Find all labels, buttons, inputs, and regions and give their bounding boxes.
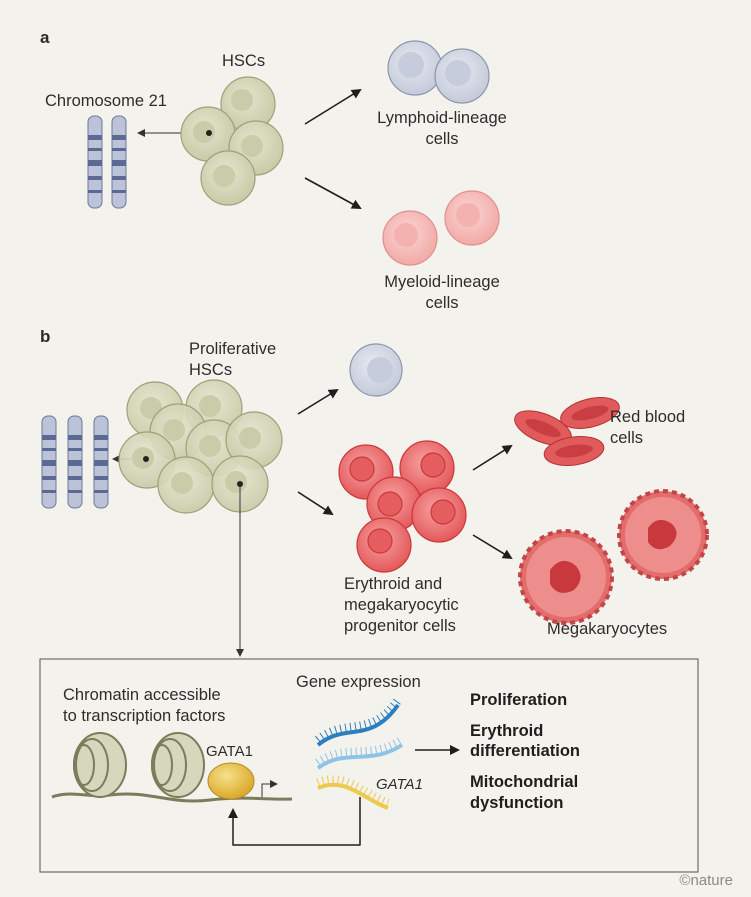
dna-strand [51,792,293,803]
chromosome-icon [67,415,83,509]
outcome-differentiation: differentiation [470,742,580,760]
dot-marker [237,481,243,487]
gata1-gene-label: GATA1 [376,776,423,793]
hsc-label: HSCs [222,52,266,70]
rna-light-blue-icon [315,736,405,770]
megakaryocyte [617,489,709,581]
outcome-proliferation: Proliferation [470,691,568,709]
proliferative-hsc-label-line: HSCs [189,361,233,379]
red-blood-label-line: cells [610,429,644,447]
progenitor-label: Erythroid and megakaryocytic progenitor … [344,574,459,637]
proliferative-hsc-label-line: Proliferative [189,340,277,358]
chromosome-icon [93,415,109,509]
megakaryocyte-label: Megakaryocytes [547,620,668,638]
lymphoid-label-line: cells [425,130,459,148]
chromosome-21-label: Chromosome 21 [45,92,167,110]
nucleosome-icon [73,732,127,798]
dot-marker [143,456,149,462]
arrow-to-lymphoid-b [297,388,339,415]
arrow-to-myeloid [304,177,362,209]
panel-b-letter: b [40,327,51,346]
panel-a-letter: a [40,28,50,47]
chromatin-label-line: Chromatin accessible [63,686,221,704]
outcome-dysfunction: dysfunction [470,794,564,812]
progenitor-cells [338,440,467,573]
feedback-arrow [228,797,361,846]
gata1-protein-icon [207,762,255,800]
arrow-to-lymphoid [304,88,362,125]
outcome-erythroid: Erythroid [470,722,544,740]
red-blood-label-line: Red blood [610,408,686,426]
progenitor-label-line: progenitor cells [344,617,456,635]
dot-marker [206,130,212,136]
transcription-start-arrow [261,780,278,797]
chromosome-icon [111,115,127,209]
chromatin-label: Chromatin accessible to transcription fa… [63,685,225,727]
lymphoid-label-line: Lymphoid-lineage [377,109,507,127]
gata1-protein-label: GATA1 [206,743,253,760]
chromosome-21-pair [87,115,127,209]
arrow-to-megakaryocytes [472,534,513,560]
outcome-mitochondrial: Mitochondrial [470,773,579,791]
myeloid-label-line: Myeloid-lineage [384,273,500,291]
red-blood-cells [514,397,620,466]
chromosome-icon [41,415,57,509]
myeloid-label: Myeloid-lineage cells [362,272,522,314]
nucleosome-icon [151,732,205,798]
rna-yellow-icon [316,775,390,810]
myeloid-label-line: cells [425,294,459,312]
proliferative-hsc-label: Proliferative HSCs [189,339,276,381]
lymphoid-label: Lymphoid-lineage cells [362,108,522,150]
hsc-cluster [180,76,284,206]
progenitor-label-line: megakaryocytic [344,596,459,614]
inset-box [39,658,699,873]
rna-blue-icon [315,697,402,747]
myeloid-cells [382,190,500,266]
red-blood-label: Red blood cells [610,407,685,449]
megakaryocytes [518,489,709,625]
nature-credit: ©nature [679,872,733,889]
gene-expression-label: Gene expression [296,673,421,691]
chromatin-label-line: to transcription factors [63,707,226,725]
chromosome-icon [87,115,103,209]
arrow-to-progenitors [297,491,334,516]
lymphoid-cell [349,343,403,397]
chromosome-21-trisomy [41,415,109,509]
megakaryocyte [518,529,614,625]
progenitor-label-line: Erythroid and [344,575,443,593]
proliferative-hsc-cluster [118,379,283,514]
lymphoid-cells [387,40,490,104]
arrow-to-red-blood [472,444,513,471]
